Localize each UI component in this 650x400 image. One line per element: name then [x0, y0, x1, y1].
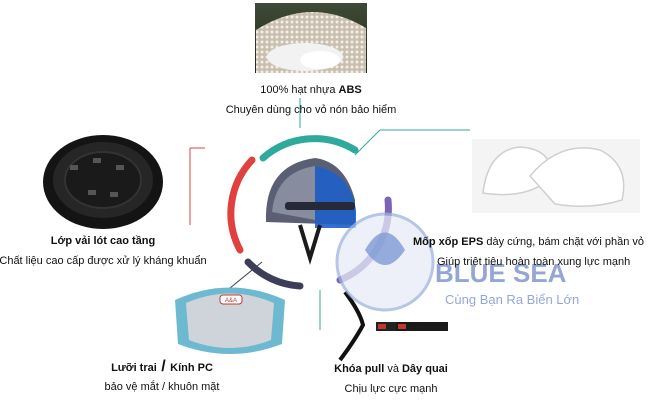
- lining-title: Lớp vải lót cao tầng: [50, 235, 156, 247]
- abs-title: 100% hạt nhựa ABS: [260, 84, 362, 96]
- buckle-title: Khóa pull và Dây quai: [334, 363, 448, 375]
- watermark-tagline: Cùng Bạn Ra Biển Lớn: [445, 292, 579, 307]
- wave-icon: [365, 232, 405, 265]
- lining-desc: Chất liệu cao cấp được xử lý kháng khuẩn: [0, 255, 207, 267]
- visor-title: Lưỡi trai / Kính PC: [111, 358, 213, 375]
- ring-arc-left: [227, 156, 256, 254]
- ring-arc-top: [259, 135, 359, 162]
- buckle-desc: Chịu lực cực mạnh: [344, 383, 438, 395]
- visor-brand-mark: A&A: [225, 298, 237, 304]
- watermark-brand: BLUE SEA: [435, 258, 567, 288]
- foam-title: Mốp xốp EPS dày cứng, bám chặt với phần …: [413, 236, 645, 248]
- foam-desc: Giúp triệt tiêu hoàn toàn xung lực mạnh: [437, 256, 631, 268]
- connector-foam: [354, 129, 381, 156]
- abs-desc: Chuyên dùng cho vỏ nón bảo hiểm: [225, 104, 397, 116]
- connector-visor: [229, 261, 263, 289]
- ring-arc-bottom-left: [244, 258, 304, 290]
- visor-desc: bảo vệ mắt / khuôn mặt: [104, 381, 220, 393]
